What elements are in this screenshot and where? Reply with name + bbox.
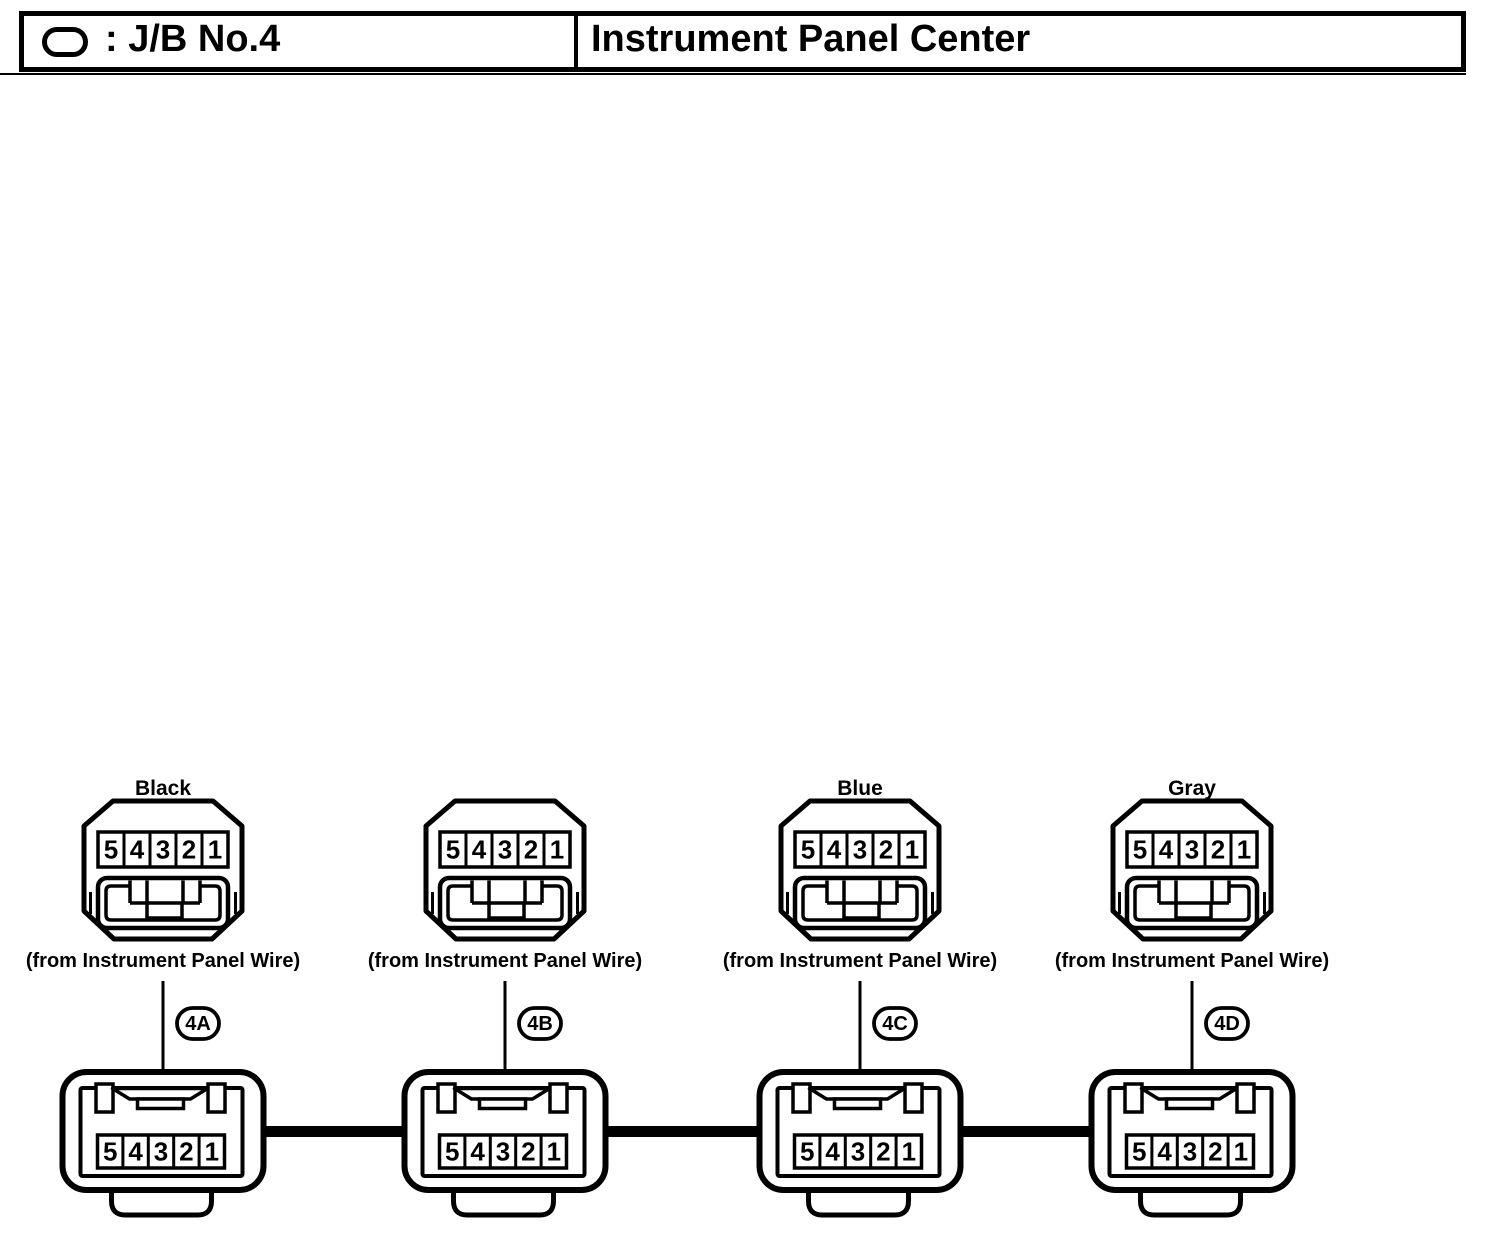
junction-block-label: : J/B No.4 <box>105 18 281 60</box>
pin-number: 1 <box>1234 1137 1248 1167</box>
pin-number: 4 <box>825 1137 840 1167</box>
pin-number: 3 <box>496 1137 510 1167</box>
location-title: Instrument Panel Center <box>591 18 1031 60</box>
pin-number: 1 <box>1237 835 1251 865</box>
top-connector-housing <box>426 801 584 939</box>
from-wire-caption: (from Instrument Panel Wire) <box>723 950 997 972</box>
header-rule <box>0 73 1466 75</box>
pin-number: 3 <box>853 835 867 865</box>
pin-number: 1 <box>205 1137 219 1167</box>
connector-code-oval <box>175 1006 221 1041</box>
pin-number: 4 <box>472 835 487 865</box>
pin-number: 3 <box>1183 1137 1197 1167</box>
pin-number: 2 <box>524 835 538 865</box>
pin-number: 1 <box>208 835 222 865</box>
connector-column: Black 5 4 3 2 1 (from Instrument Panel W… <box>26 777 300 1215</box>
pin-number: 2 <box>1211 835 1225 865</box>
pin-number: 2 <box>1208 1137 1222 1167</box>
pin-number: 4 <box>130 835 145 865</box>
connector-code-label: 4A <box>185 1013 211 1035</box>
pin-number: 5 <box>800 1137 814 1167</box>
pin-number: 3 <box>1185 835 1199 865</box>
from-wire-caption: (from Instrument Panel Wire) <box>368 950 642 972</box>
connector-code-label: 4C <box>882 1013 908 1035</box>
header-box: : J/B No.4 Instrument Panel Center <box>19 11 1466 72</box>
connector-code-label: 4D <box>1214 1013 1240 1035</box>
top-connector-housing <box>84 801 242 939</box>
connector-column: Blue 5 4 3 2 1 (from Instrument Panel Wi… <box>723 777 997 1215</box>
connector-code-oval <box>517 1006 563 1041</box>
pin-number: 5 <box>103 1137 117 1167</box>
pin-number: 3 <box>154 1137 168 1167</box>
pin-number: 5 <box>801 835 815 865</box>
from-wire-caption: (from Instrument Panel Wire) <box>1055 950 1329 972</box>
pin-number: 4 <box>1157 1137 1172 1167</box>
connector-color-label: Black <box>135 777 191 800</box>
pin-number: 2 <box>521 1137 535 1167</box>
header-left-cell: : J/B No.4 <box>24 16 574 67</box>
pin-number: 2 <box>876 1137 890 1167</box>
connector-color-label: Blue <box>837 777 883 800</box>
connector-code-label: 4B <box>527 1013 553 1035</box>
pin-number: 1 <box>550 835 564 865</box>
junction-bus-bar <box>163 1126 1192 1137</box>
pin-number: 1 <box>902 1137 916 1167</box>
connector-color-label: Gray <box>1168 777 1216 800</box>
pin-number: 2 <box>179 1137 193 1167</box>
pin-number: 5 <box>1133 835 1147 865</box>
connector-column: Gray 5 4 3 2 1 (from Instrument Panel Wi… <box>1055 777 1329 1215</box>
top-connector-housing <box>1113 801 1271 939</box>
connector-column: 5 4 3 2 1 (from Instrument Panel Wire) 4… <box>368 801 642 1215</box>
pin-number: 5 <box>446 835 460 865</box>
pin-number: 5 <box>445 1137 459 1167</box>
pin-number: 3 <box>498 835 512 865</box>
pin-number: 5 <box>1132 1137 1146 1167</box>
pin-number: 3 <box>851 1137 865 1167</box>
pin-number: 3 <box>156 835 170 865</box>
header-right-cell: Instrument Panel Center <box>578 16 1461 67</box>
pin-number: 5 <box>104 835 118 865</box>
pin-number: 4 <box>128 1137 143 1167</box>
top-connector-housing <box>781 801 939 939</box>
pin-number: 4 <box>1159 835 1174 865</box>
pin-number: 2 <box>182 835 196 865</box>
pin-number: 4 <box>827 835 842 865</box>
pin-number: 1 <box>547 1137 561 1167</box>
pin-number: 1 <box>905 835 919 865</box>
connector-code-oval <box>872 1006 918 1041</box>
header-divider <box>574 16 578 67</box>
pin-number: 2 <box>879 835 893 865</box>
junction-block-oval-icon <box>42 26 88 57</box>
pin-number: 4 <box>470 1137 485 1167</box>
from-wire-caption: (from Instrument Panel Wire) <box>26 950 300 972</box>
connector-code-oval <box>1204 1006 1250 1041</box>
